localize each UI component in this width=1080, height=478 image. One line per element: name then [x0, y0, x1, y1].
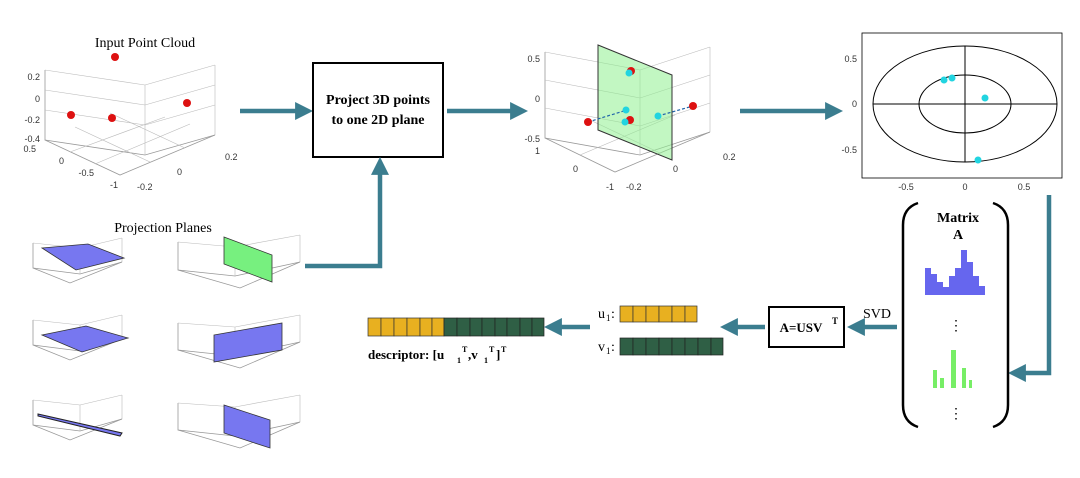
up-arrow-icon	[305, 156, 389, 269]
descriptor-end: ]	[496, 347, 500, 362]
p2-left-tick: 1	[535, 146, 540, 156]
cyan-point	[625, 69, 633, 77]
p1-left-tick: -0.5	[78, 168, 94, 178]
descriptor-sub2: 1	[484, 356, 488, 365]
v-label: v	[598, 340, 605, 355]
cyan-point	[940, 76, 948, 84]
p2-left-tick: -1	[606, 182, 614, 192]
blue-histogram	[925, 250, 985, 295]
cyan-point	[622, 106, 630, 114]
svg-text::: :	[611, 340, 615, 355]
plane-thumb	[177, 314, 301, 369]
red-point	[111, 53, 119, 61]
p1-right-tick: -0.2	[137, 182, 153, 192]
descriptor-text: descriptor: [u	[368, 347, 444, 362]
p1-left-tick: 0.5	[23, 144, 36, 154]
blue-plane	[37, 413, 123, 437]
left-bracket	[901, 201, 919, 429]
matrix-var: A	[953, 228, 964, 243]
project-line2: to one 2D plane	[332, 113, 425, 128]
p3-x-tick: 0	[962, 182, 967, 192]
input-point-cloud-plot: Input Point Cloud 0.2 0 -0.2 -0.4 0.5 0 …	[23, 36, 237, 192]
u-label: u	[598, 307, 605, 322]
descriptor-sup3: T	[501, 345, 507, 354]
u1-vector: u 1 :	[598, 305, 698, 323]
p3-y-tick: 0	[852, 99, 857, 109]
p3-x-tick: -0.5	[898, 182, 914, 192]
cyan-point	[948, 74, 956, 82]
descriptor-vector	[367, 317, 545, 337]
svd-decomposition-box: A=USV T	[768, 306, 845, 348]
cyan-point	[974, 156, 982, 164]
descriptor-sup2: T	[489, 345, 495, 354]
p3-y-tick: 0.5	[844, 54, 857, 64]
matrix-dots: ⋮	[949, 319, 963, 334]
v1-vector: v 1 :	[598, 337, 724, 356]
p1-right-tick: 0	[177, 167, 182, 177]
red-point	[183, 99, 191, 107]
green-histogram	[933, 350, 972, 388]
project-line1: Project 3D points	[326, 93, 430, 108]
blue-plane	[40, 243, 126, 271]
matrix-dots: ⋮	[949, 407, 963, 422]
cyan-point	[621, 118, 629, 126]
plane-thumb	[32, 394, 123, 441]
p2-left-tick: 0	[573, 164, 578, 174]
blue-plane	[223, 404, 271, 449]
u-sub: 1	[606, 313, 611, 323]
right-bracket	[992, 201, 1010, 429]
matrix-title: Matrix	[937, 211, 979, 226]
matrix-a: Matrix A ⋮ ⋮	[901, 201, 1010, 429]
svg-text::: :	[611, 307, 615, 322]
blue-plane	[213, 322, 283, 363]
p1-z-tick: -0.2	[24, 115, 40, 125]
descriptor-sub1: 1	[457, 356, 461, 365]
decomp-main: A=USV	[780, 320, 823, 335]
plane-thumb	[177, 234, 301, 289]
red-point	[67, 111, 75, 119]
plane-thumb	[32, 314, 130, 361]
descriptor-sup1: T	[462, 345, 468, 354]
projection-planes: Projection Planes	[32, 221, 301, 449]
projection-3d-plot: 0.5 0 -0.5 1 0 -1 -0.2 0 0.2	[524, 44, 736, 192]
plane-thumb	[177, 394, 301, 449]
p1-left-tick: -1	[110, 180, 118, 190]
p2-z-tick: -0.5	[524, 134, 540, 144]
project-box: Project 3D points to one 2D plane	[312, 62, 444, 158]
planes-title: Projection Planes	[114, 221, 212, 236]
svd-label: SVD	[863, 307, 891, 322]
v-sub: 1	[606, 346, 611, 356]
p2-right-tick: 0	[673, 164, 678, 174]
input-title: Input Point Cloud	[95, 36, 195, 51]
cyan-point	[981, 94, 989, 102]
descriptor-label: descriptor: [u 1 T ,v 1 T ] T	[368, 345, 507, 365]
p1-z-tick: 0.2	[27, 72, 40, 82]
cyan-point	[654, 112, 662, 120]
red-point	[584, 118, 592, 126]
p2-z-tick: 0	[535, 94, 540, 104]
p1-right-tick: 0.2	[225, 152, 238, 162]
green-plane	[223, 236, 273, 283]
p2-right-tick: 0.2	[723, 152, 736, 162]
decomp-sup: T	[832, 316, 838, 326]
p1-z-tick: -0.4	[24, 134, 40, 144]
p3-x-tick: 0.5	[1018, 182, 1031, 192]
p1-z-tick: 0	[35, 94, 40, 104]
p2-right-tick: -0.2	[626, 182, 642, 192]
red-point	[108, 114, 116, 122]
polar-2d-plot: 0.5 0 -0.5 -0.5 0 0.5	[841, 32, 1063, 192]
red-point	[689, 102, 697, 110]
p1-left-tick: 0	[59, 156, 64, 166]
green-projection-plane	[597, 44, 673, 161]
blue-plane	[40, 325, 130, 353]
p2-z-tick: 0.5	[527, 54, 540, 64]
p3-y-tick: -0.5	[841, 145, 857, 155]
plane-thumb	[32, 237, 126, 284]
descriptor-mid: ,v	[468, 347, 478, 362]
right-arrow-icon	[1007, 195, 1052, 382]
